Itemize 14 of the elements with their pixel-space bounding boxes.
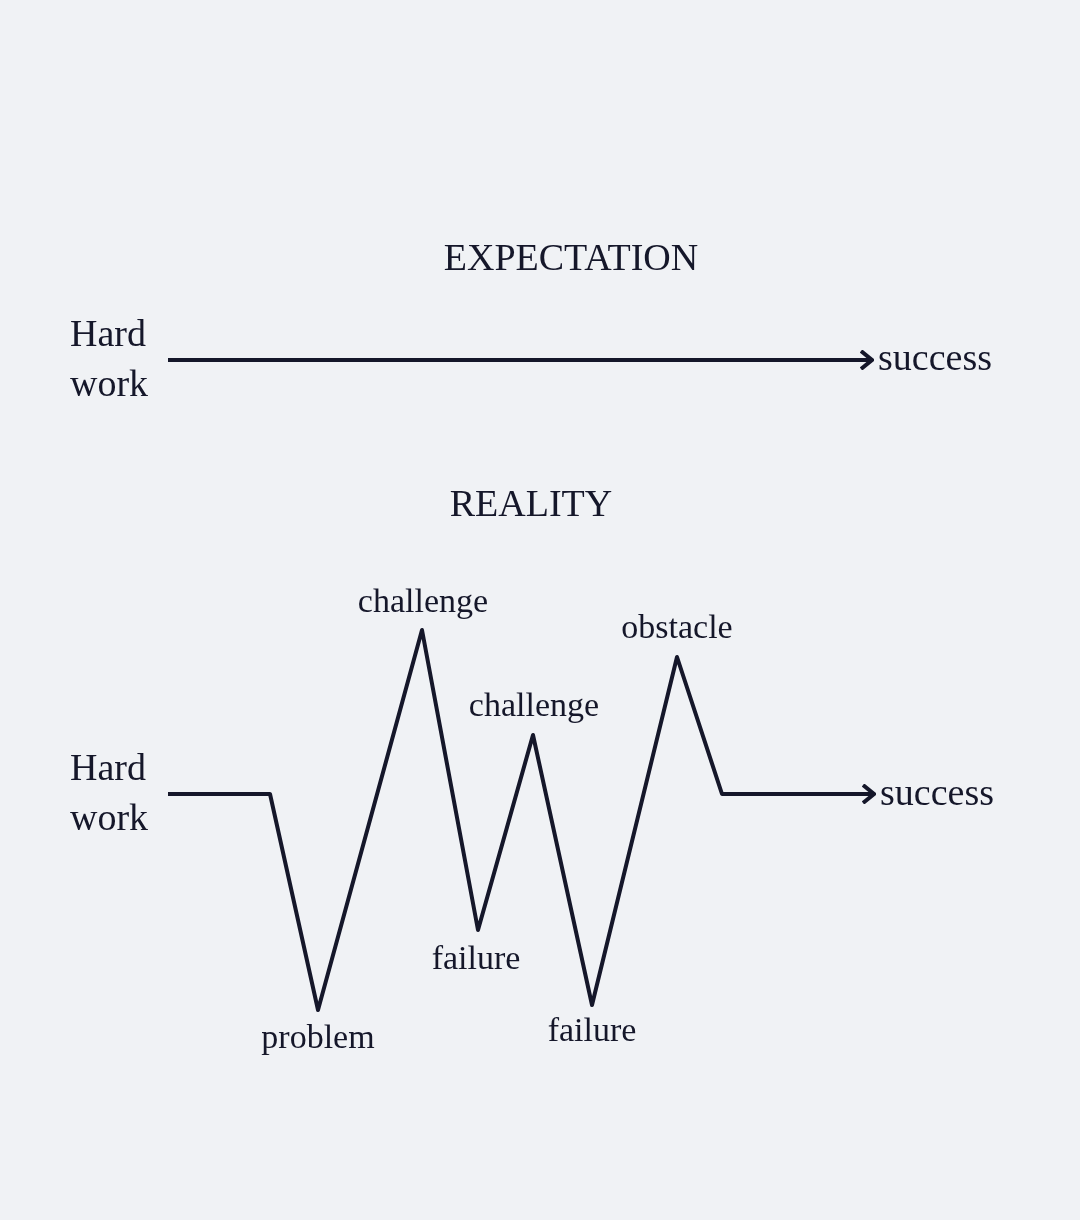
section-heading: REALITY — [449, 483, 613, 523]
dip-label: failure — [547, 1010, 637, 1050]
section-heading: EXPECTATION — [443, 237, 699, 277]
end-label: success — [880, 767, 1010, 817]
start-label: Hard work — [70, 742, 166, 842]
start-label: Hard work — [70, 308, 166, 408]
arrow — [168, 628, 876, 1012]
peak-label: obstacle — [621, 607, 733, 647]
dip-label: failure — [431, 938, 521, 978]
end-label: success — [878, 332, 1008, 382]
dip-label: problem — [261, 1017, 375, 1057]
arrow — [168, 349, 874, 371]
peak-label: challenge — [357, 581, 489, 621]
peak-label: challenge — [468, 685, 600, 725]
